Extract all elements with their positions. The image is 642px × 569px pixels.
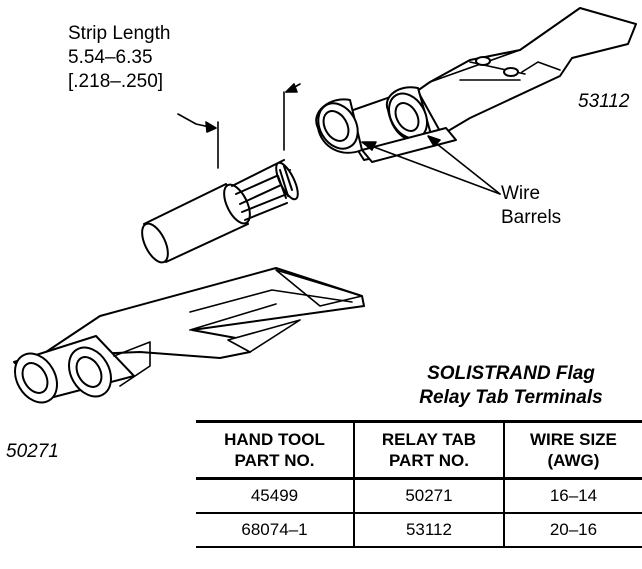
strip-length-inch: [.218–.250] (68, 71, 164, 92)
part-label-53112: 53112 (578, 91, 630, 112)
header-relay-tab-line2: PART NO. (388, 451, 469, 470)
table-row: 68074–1 53112 20–16 (196, 513, 642, 548)
wire-barrels-line2: Barrels (501, 207, 562, 228)
wire-barrels-line1: Wire (501, 183, 541, 204)
strip-length-title: Strip Length (68, 23, 171, 44)
cell-wire-size: 16–14 (502, 478, 642, 514)
header-wire-size: WIRE SIZE (AWG) (502, 420, 642, 480)
wire-barrels-leaders (361, 135, 501, 195)
wire-barrels-label: Wire Barrels (501, 182, 561, 230)
table-row: 45499 50271 16–14 (196, 478, 642, 514)
table-title-line1: SOLISTRAND Flag (427, 363, 595, 384)
header-relay-tab-line1: RELAY TAB (381, 430, 477, 449)
header-wire-size-line2: (AWG) (547, 451, 600, 470)
cell-hand-tool: 68074–1 (196, 513, 354, 548)
terminal-53112 (315, 7, 637, 163)
relay-tab-table: HAND TOOL PART NO. RELAY TAB PART NO. WI… (196, 420, 642, 548)
header-wire-size-line1: WIRE SIZE (530, 430, 617, 449)
header-hand-tool-line2: PART NO. (234, 451, 315, 470)
cell-relay-tab: 50271 (352, 478, 504, 514)
cell-hand-tool: 45499 (196, 478, 354, 514)
cell-wire-size: 20–16 (502, 513, 642, 548)
table-title: SOLISTRAND Flag Relay Tab Terminals (380, 362, 642, 410)
cell-relay-tab: 53112 (352, 513, 504, 548)
stripped-wire (141, 159, 299, 264)
table-header-row: HAND TOOL PART NO. RELAY TAB PART NO. WI… (196, 420, 642, 480)
part-label-50271: 50271 (6, 441, 59, 462)
table-title-line2: Relay Tab Terminals (419, 387, 603, 408)
strip-length-label: Strip Length 5.54–6.35 [.218–.250] (68, 22, 170, 94)
terminal-50271 (13, 267, 365, 404)
header-hand-tool: HAND TOOL PART NO. (196, 420, 354, 480)
header-hand-tool-line1: HAND TOOL (224, 430, 325, 449)
strip-length-dimension (177, 83, 301, 169)
strip-length-mm: 5.54–6.35 (68, 47, 153, 68)
header-relay-tab: RELAY TAB PART NO. (352, 420, 504, 480)
